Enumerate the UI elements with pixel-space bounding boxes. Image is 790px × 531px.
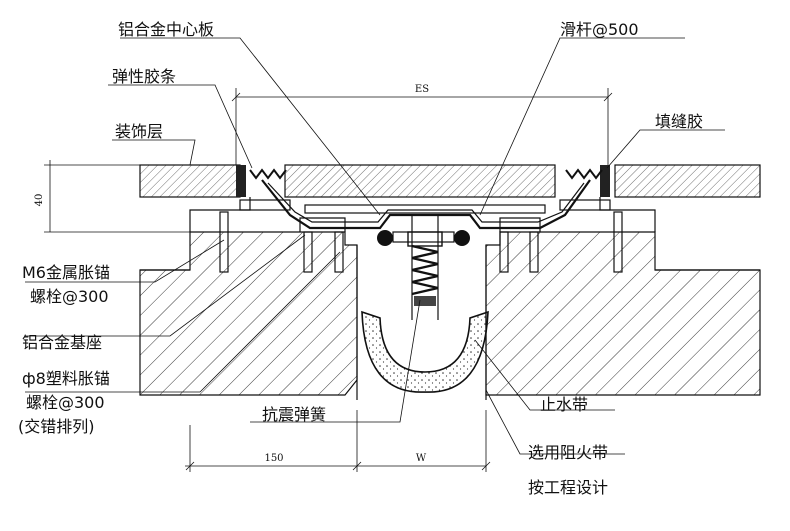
rubber-strip-left [249,168,287,180]
label-center-plate: 铝合金中心板 [118,20,214,39]
label-slide-bar: 滑杆@500 [560,20,639,39]
dimension-bottom [185,410,491,472]
label-fire-belt-line2: 按工程设计 [528,478,608,497]
label-waterstop: 止水带 [540,395,588,414]
decoration-layer-left [139,164,556,198]
dimension-es [231,88,613,165]
label-rubber-strip: 弹性胶条 [112,67,176,86]
concrete-slab-right [485,231,761,396]
label-anchor-m6-line2: 螺栓@300 [30,287,109,306]
label-sealant: 填缝胶 [655,112,703,131]
dim-w-text: W [416,453,427,464]
label-alu-base: 铝合金基座 [22,333,102,352]
dimension-40 [44,160,190,233]
label-seismic-spring: 抗震弹簧 [262,405,326,424]
dim-es-text: ES [415,84,429,95]
label-decor-layer: 装饰层 [115,122,163,141]
label-plastic-anchor-line2: 螺栓@300 [26,393,105,412]
waterstop-u-belt [361,310,489,393]
seismic-spring [407,215,443,320]
rubber-strip-right [565,168,603,180]
dim-150-text: 150 [264,453,283,464]
leader-lines [25,37,725,455]
center-plate [261,179,591,230]
label-anchor-m6-line1: M6金属胀锚 [22,263,110,282]
concrete-slab-left [139,231,358,396]
aluminum-base-right [499,197,656,232]
aluminum-base-left [189,197,346,232]
label-plastic-anchor-line1: ф8塑料胀锚 [22,369,110,388]
label-fire-belt-line1: 选用阻火带 [528,443,608,462]
label-plastic-anchor-line3: (交错排列) [18,417,95,436]
dim-40-text: 40 [34,194,45,207]
sealant-blocks [236,165,610,197]
decoration-layer-right [614,164,761,198]
